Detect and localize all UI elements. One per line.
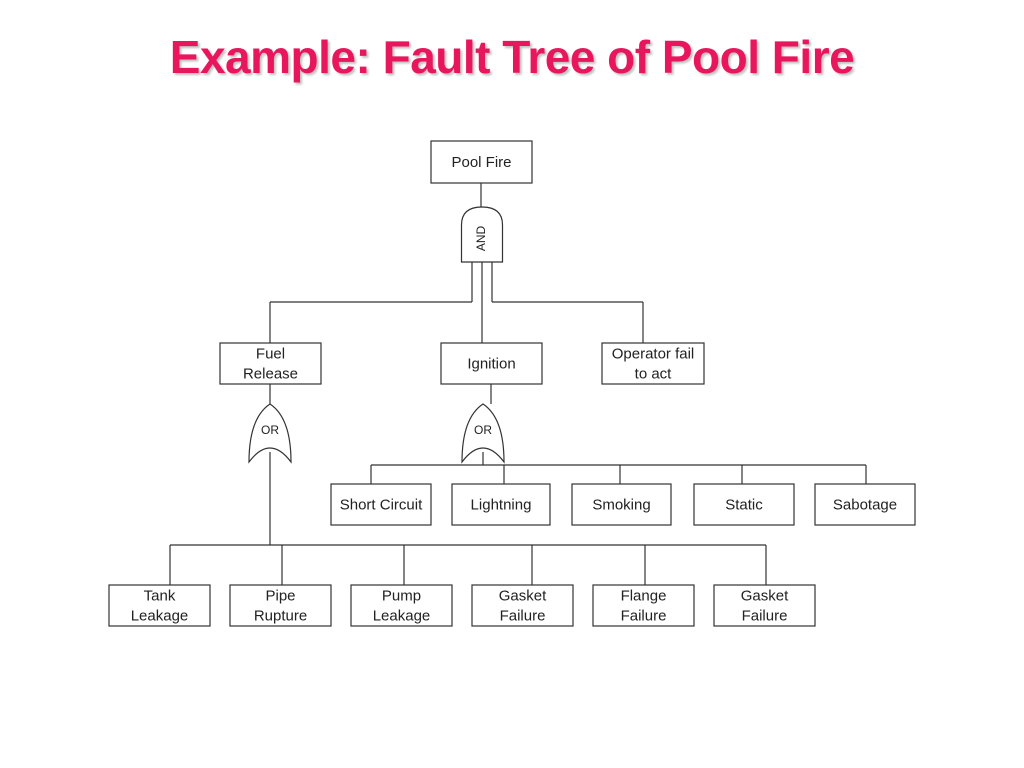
event-box-static: Static (693, 483, 795, 526)
event-label: Pool Fire (451, 154, 511, 171)
event-box-frame (814, 483, 916, 526)
event-label: Leakage (131, 608, 189, 625)
or-gate-label: OR (474, 423, 492, 437)
event-box-smoking: Smoking (571, 483, 672, 526)
event-box-ignition: Ignition (440, 342, 543, 385)
or-gate-label: OR (261, 423, 279, 437)
event-label: Fuel (256, 346, 285, 363)
event-label: Failure (621, 608, 667, 625)
logic-gates: AND OR OR (248, 206, 505, 464)
event-label: Lightning (471, 497, 532, 514)
event-label: Failure (742, 608, 788, 625)
event-label: Ignition (467, 356, 515, 373)
and-gate-label: AND (474, 226, 488, 252)
event-box-frame (601, 342, 705, 385)
event-box-lightning: Lightning (451, 483, 551, 526)
event-label: Flange (621, 588, 667, 605)
event-box-frame (713, 584, 816, 627)
event-box-frame (219, 342, 322, 385)
event-box-frame (108, 584, 211, 627)
event-label: Smoking (592, 497, 650, 514)
event-label: Pipe (265, 588, 295, 605)
event-box-frame (571, 483, 672, 526)
event-label: Pump (382, 588, 421, 605)
event-label: Operator fail (612, 346, 695, 363)
event-box-sabotage: Sabotage (814, 483, 916, 526)
and-gate: AND (460, 206, 504, 263)
event-box-frame (430, 140, 533, 184)
or-gate-shape (461, 403, 505, 464)
event-box-frame (693, 483, 795, 526)
event-box-operator-fail: Operator fail to act (601, 342, 705, 385)
event-label: Rupture (254, 608, 307, 625)
event-label: Sabotage (833, 497, 897, 514)
event-label: Gasket (499, 588, 547, 605)
event-label: Leakage (373, 608, 431, 625)
or-gate-shape (248, 403, 292, 464)
event-label: Gasket (741, 588, 789, 605)
event-box-pool-fire: Pool Fire (430, 140, 533, 184)
event-label: Short Circuit (340, 497, 423, 514)
event-box-frame (451, 483, 551, 526)
event-label: Tank (144, 588, 176, 605)
or-gate-ignition: OR (461, 403, 505, 464)
event-box-frame (471, 584, 574, 627)
slide-title: Example: Fault Tree of Pool Fire (169, 31, 855, 83)
event-label: Failure (500, 608, 546, 625)
event-box-frame (229, 584, 332, 627)
event-label: Release (243, 366, 298, 383)
event-box-short-circuit: Short Circuit (330, 483, 432, 526)
event-box-frame (440, 342, 543, 385)
event-box-frame (350, 584, 453, 627)
event-box-frame (330, 483, 432, 526)
or-gate-fuel-release: OR (248, 403, 292, 464)
event-box-frame (592, 584, 695, 627)
event-label: Static (725, 497, 763, 514)
and-gate-shape (460, 206, 504, 263)
event-label: to act (635, 366, 673, 383)
connector-lines (169, 183, 867, 585)
